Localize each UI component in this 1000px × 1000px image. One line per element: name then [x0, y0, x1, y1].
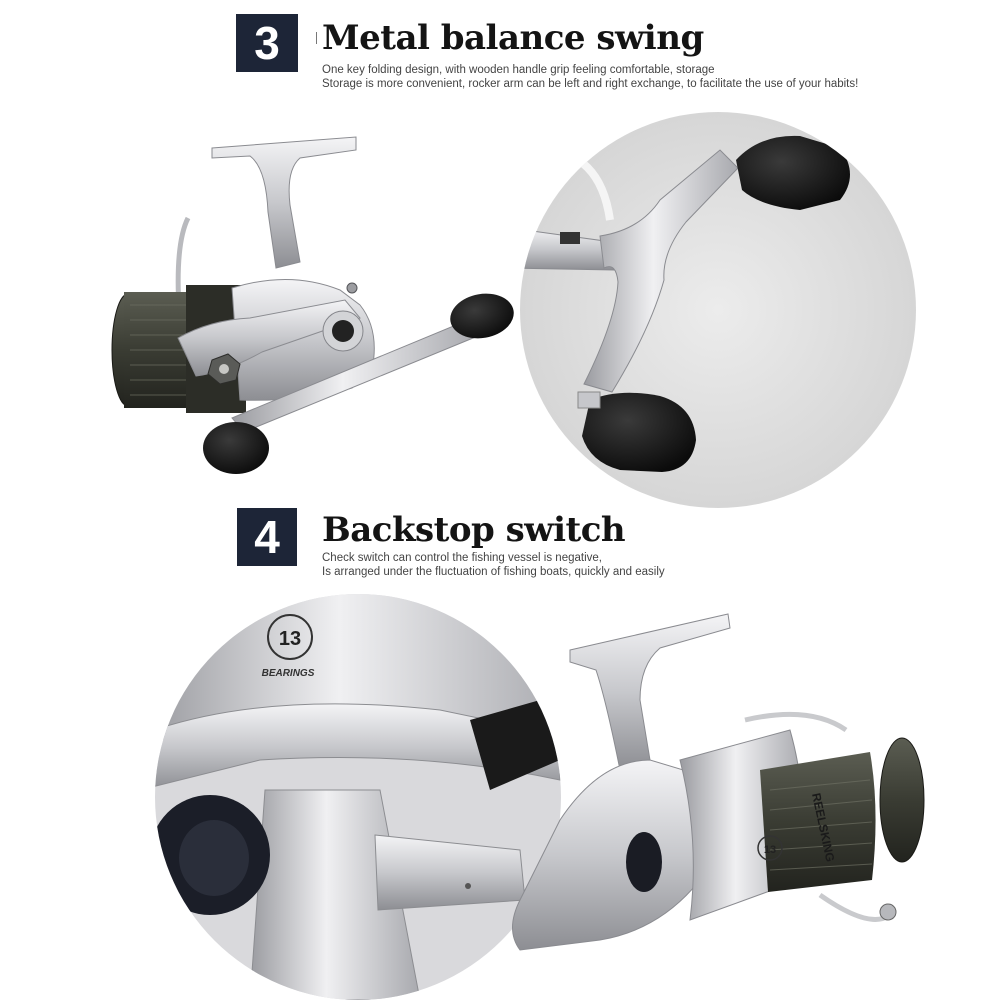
backstop-closeup-circle: 13 BEARINGS	[155, 594, 561, 1000]
section-3-description-line-2: Storage is more convenient, rocker arm c…	[322, 78, 859, 90]
section-3-description: One key folding design, with wooden hand…	[322, 63, 858, 91]
section-4-number-badge: 4	[237, 508, 297, 566]
reel-bearing-emblem: 13	[764, 844, 776, 856]
bearing-label: BEARINGS	[262, 668, 315, 679]
section-4-description-line-1: Check switch can control the fishing ves…	[322, 552, 602, 564]
reel-side-view	[111, 136, 514, 474]
section-3-description-line-1: One key folding design, with wooden hand…	[322, 64, 715, 76]
bearing-count-emblem: 13	[279, 628, 301, 650]
handle-closeup-circle	[520, 112, 916, 508]
section-3-title: Metal balance swing	[322, 18, 704, 58]
section-3-number-badge: 3	[236, 14, 298, 72]
section-4-description: Check switch can control the fishing ves…	[322, 551, 665, 579]
reel-front-view: 13 REELSKING	[512, 613, 925, 951]
section-4-title: Backstop switch	[322, 510, 626, 550]
section-4-description-line-2: Is arranged under the fluctuation of fis…	[322, 566, 665, 578]
title-mark	[316, 32, 317, 44]
